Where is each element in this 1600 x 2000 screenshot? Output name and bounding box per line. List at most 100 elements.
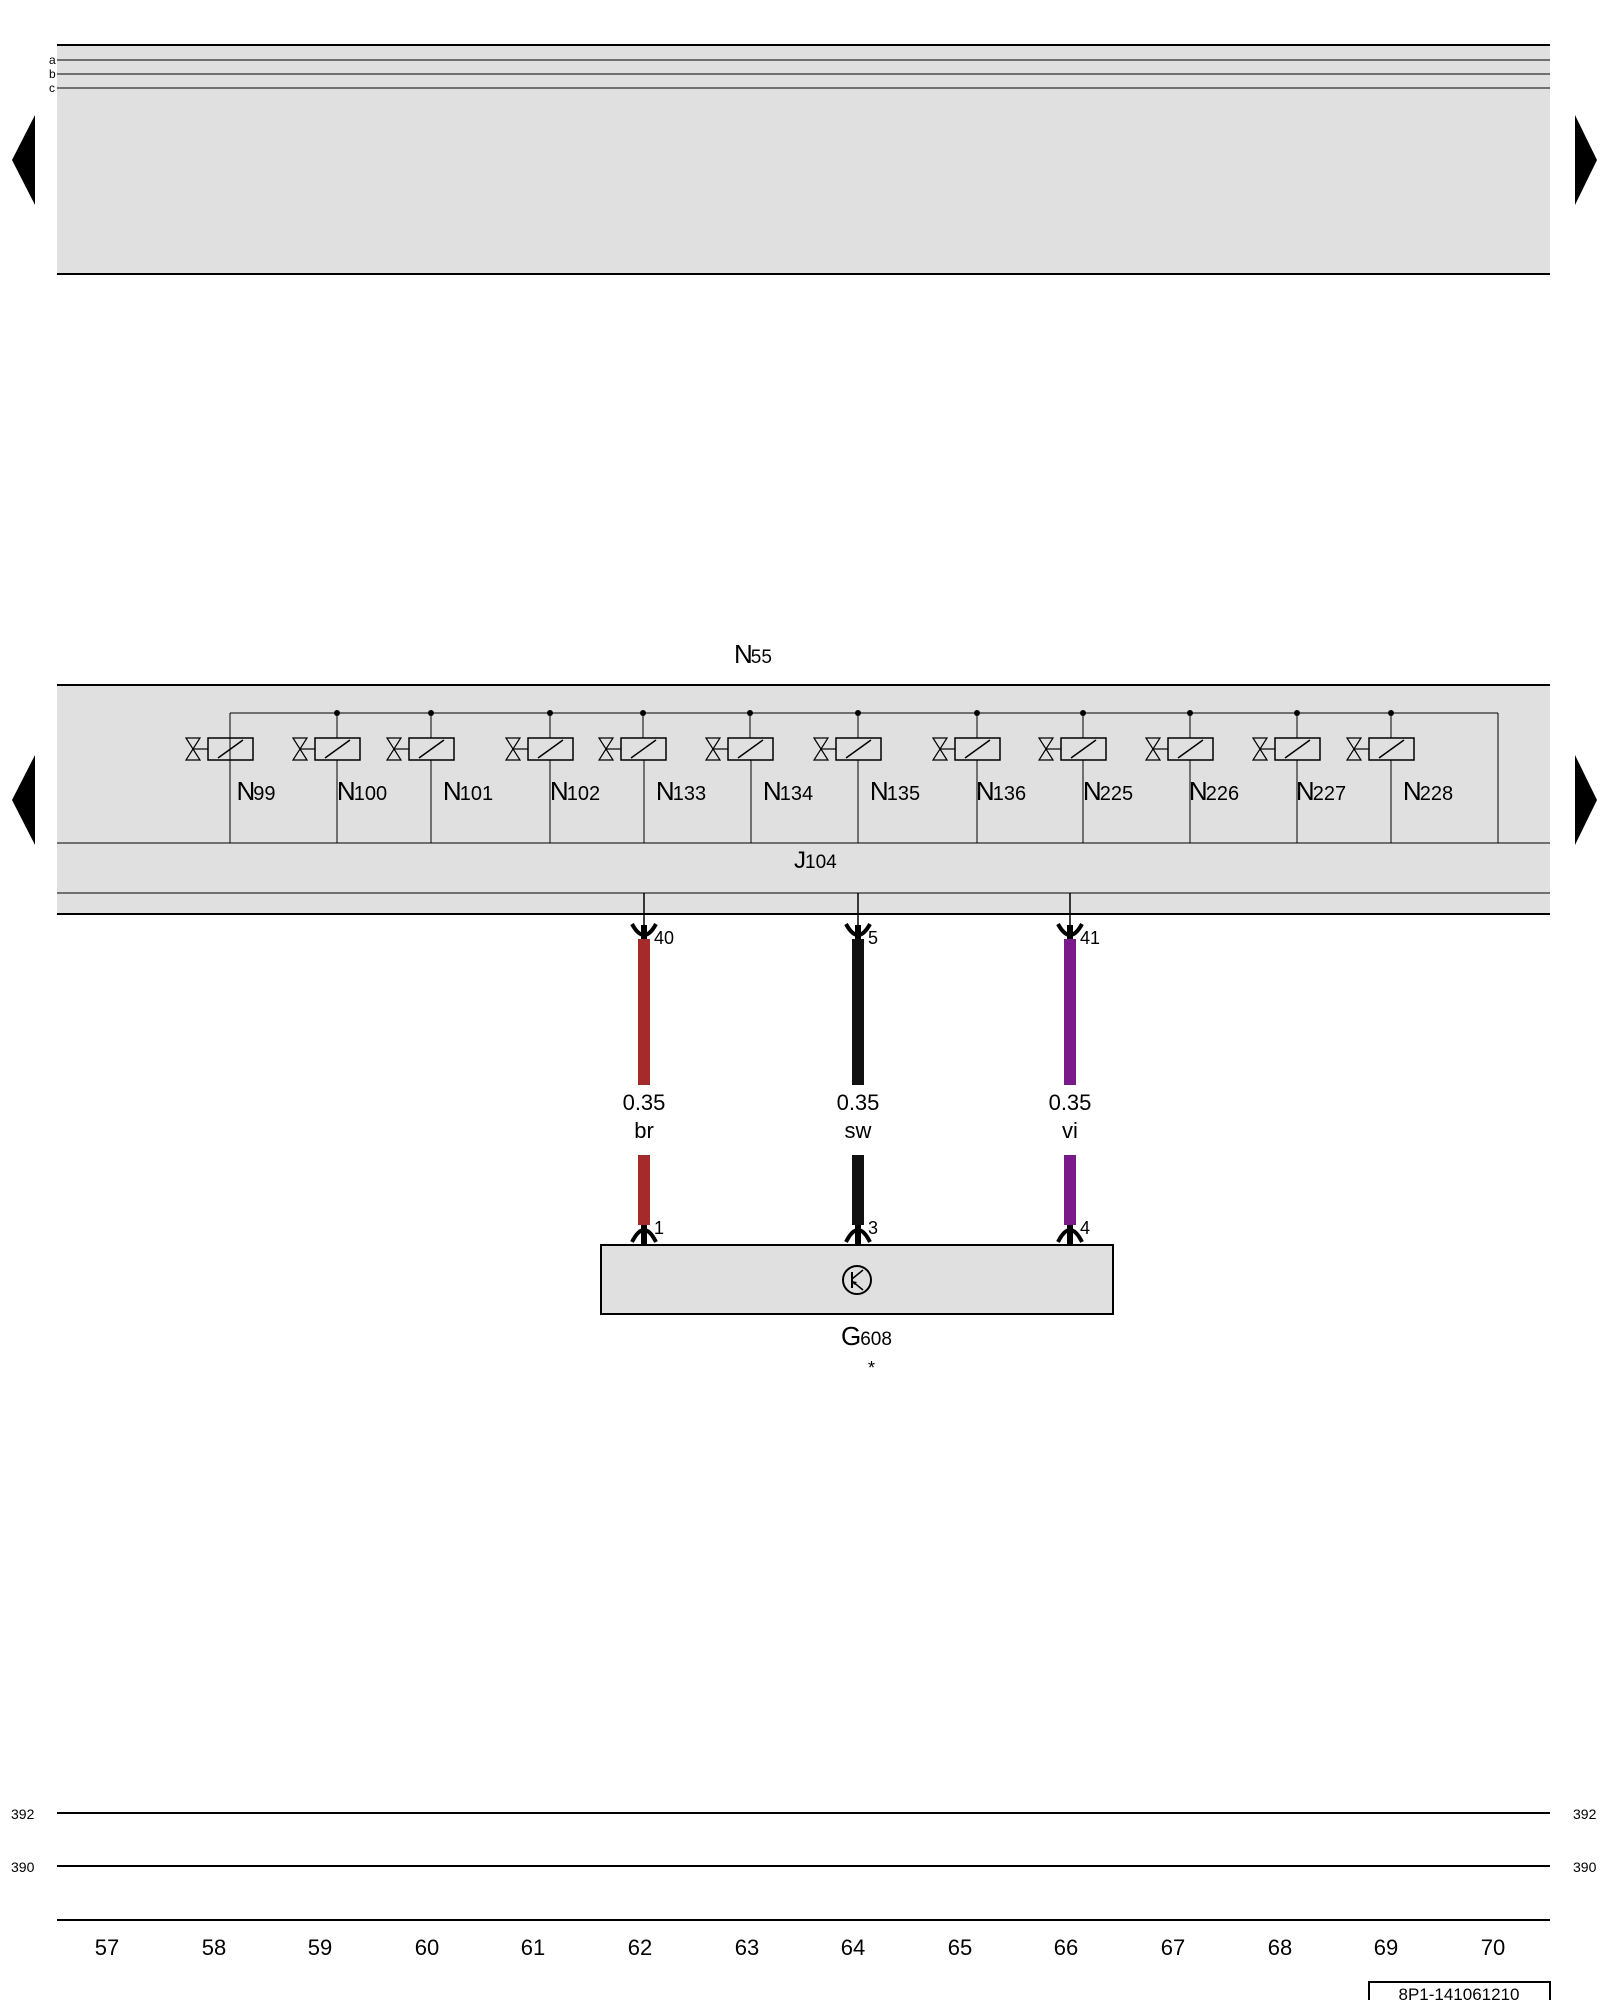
next-section-arrow-icon[interactable]	[1575, 755, 1597, 845]
upper-pin-number: 40	[654, 928, 674, 948]
valve-label: N133	[656, 776, 706, 806]
valve-label: N99	[236, 776, 275, 806]
rail-junction-dot	[1187, 710, 1193, 716]
lower-pin-icon	[855, 1225, 861, 1245]
wire-lower-segment	[1064, 1155, 1076, 1225]
bus-row-label-b: b	[49, 67, 56, 81]
coil-diagonal	[537, 739, 564, 759]
solenoid-valve-N134: N134	[704, 710, 813, 806]
valve-label: N100	[337, 776, 387, 806]
rail-junction-dot	[1080, 710, 1086, 716]
column-number: 68	[1268, 1935, 1292, 1960]
valve-label-letter: N	[1403, 776, 1422, 806]
coil-diagonal	[1378, 739, 1405, 759]
valve-bowtie-icon	[1037, 737, 1055, 761]
column-number: 70	[1481, 1935, 1505, 1960]
lower-pin-icon	[1067, 1225, 1073, 1245]
valve-label: N101	[443, 776, 493, 806]
wire-color-code: vi	[1062, 1118, 1078, 1143]
valve-label-number: 101	[460, 783, 493, 805]
control-unit-label: J104	[794, 847, 837, 874]
wire-upper-segment	[852, 939, 864, 1085]
solenoid-valve-N136: N136	[931, 710, 1026, 806]
valve-bowtie-icon	[931, 737, 949, 761]
rail-junction-dot	[547, 710, 553, 716]
rail-junction-dot	[855, 710, 861, 716]
ground-label-392-right: 392	[1573, 1806, 1597, 1822]
previous-page-arrow-icon[interactable]	[12, 115, 35, 205]
wire-cross-section: 0.35	[623, 1090, 666, 1115]
rail-junction-dot	[428, 710, 434, 716]
wire-sw: 5 3 0.35 sw	[837, 893, 880, 1245]
coil-diagonal	[964, 739, 991, 759]
ground-label-392-left: 392	[11, 1806, 35, 1822]
transistor-symbol-icon	[842, 1265, 872, 1295]
rail-junction-dot	[747, 710, 753, 716]
lower-pin-number: 1	[654, 1218, 664, 1238]
rail-junction-dot	[640, 710, 646, 716]
bus-row-label-c: c	[49, 81, 55, 95]
sensor-housing	[600, 1244, 1114, 1315]
sensor-block: G608 *	[600, 1244, 1114, 1378]
control-unit-letter: J	[794, 847, 806, 874]
top-panel-background	[57, 45, 1550, 274]
valve-bowtie-icon	[704, 737, 722, 761]
column-number: 62	[628, 1935, 652, 1960]
lower-pin-icon	[641, 1225, 647, 1245]
top-bus-panel: a b c	[49, 44, 1550, 275]
lower-pin-number: 3	[868, 1218, 878, 1238]
valve-label: N227	[1296, 776, 1346, 806]
wire-br: 40 1 0.35 br	[623, 893, 674, 1245]
valve-label-letter: N	[1296, 776, 1315, 806]
valve-label-letter: N	[763, 776, 782, 806]
solenoid-valve-N100: N100	[291, 710, 387, 806]
bus-row-label-a: a	[49, 53, 56, 67]
valve-bowtie-icon	[385, 737, 403, 761]
ground-label-390-right: 390	[1573, 1859, 1597, 1875]
valve-bowtie-icon	[1251, 737, 1269, 761]
column-number: 69	[1374, 1935, 1398, 1960]
coil-diagonal	[324, 739, 351, 759]
valve-label: N226	[1189, 776, 1239, 806]
wire-cross-section: 0.35	[1049, 1090, 1092, 1115]
valve-label: N134	[763, 776, 813, 806]
solenoid-valve-N226: N226	[1144, 710, 1239, 806]
ground-lines: 392 392 390 390	[11, 1806, 1597, 1875]
document-id: 8P1-141061210	[1398, 1985, 1519, 2000]
coil-diagonal	[630, 739, 657, 759]
upper-pin-number: 5	[868, 928, 878, 948]
valve-label-number: 136	[993, 783, 1026, 805]
previous-section-arrow-icon[interactable]	[12, 755, 35, 845]
wire-color-code: br	[634, 1118, 654, 1143]
valve-bowtie-icon	[504, 737, 522, 761]
next-page-arrow-icon[interactable]	[1575, 115, 1597, 205]
wire-lower-segment	[638, 1155, 650, 1225]
column-number: 60	[415, 1935, 439, 1960]
component-group-letter: N	[734, 639, 753, 669]
column-number: 61	[521, 1935, 545, 1960]
valve-label-number: 225	[1100, 783, 1133, 805]
valve-label: N135	[870, 776, 920, 806]
sensor-letter: G	[841, 1321, 861, 1351]
column-number: 58	[202, 1935, 226, 1960]
lower-pin-number: 4	[1080, 1218, 1090, 1238]
valve-label-number: 133	[673, 783, 706, 805]
document-id-frame	[1368, 1981, 1551, 2000]
wire-cross-section: 0.35	[837, 1090, 880, 1115]
column-number: 59	[308, 1935, 332, 1960]
solenoid-valve-N133: N133	[597, 710, 706, 806]
wire-lower-segment	[852, 1155, 864, 1225]
rail-junction-dot	[974, 710, 980, 716]
solenoid-valve-N225: N225	[1037, 710, 1133, 806]
wire-color-code: sw	[845, 1118, 872, 1143]
valve-bowtie-icon	[184, 737, 202, 761]
valve-label-letter: N	[1189, 776, 1208, 806]
valve-label-letter: N	[1083, 776, 1102, 806]
control-panel-background	[57, 685, 1550, 914]
